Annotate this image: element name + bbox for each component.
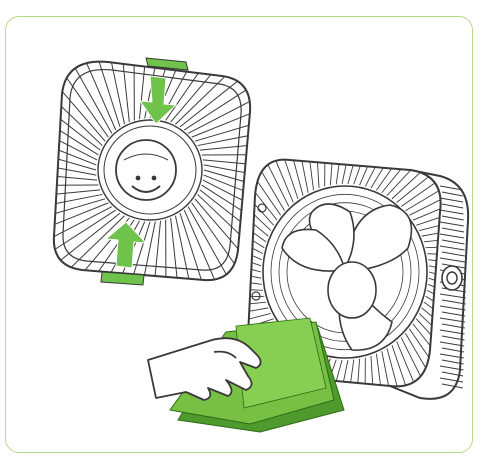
knob-icon [442, 266, 462, 290]
smiley-hub-icon [116, 140, 176, 200]
front-grille-icon [10, 36, 290, 305]
